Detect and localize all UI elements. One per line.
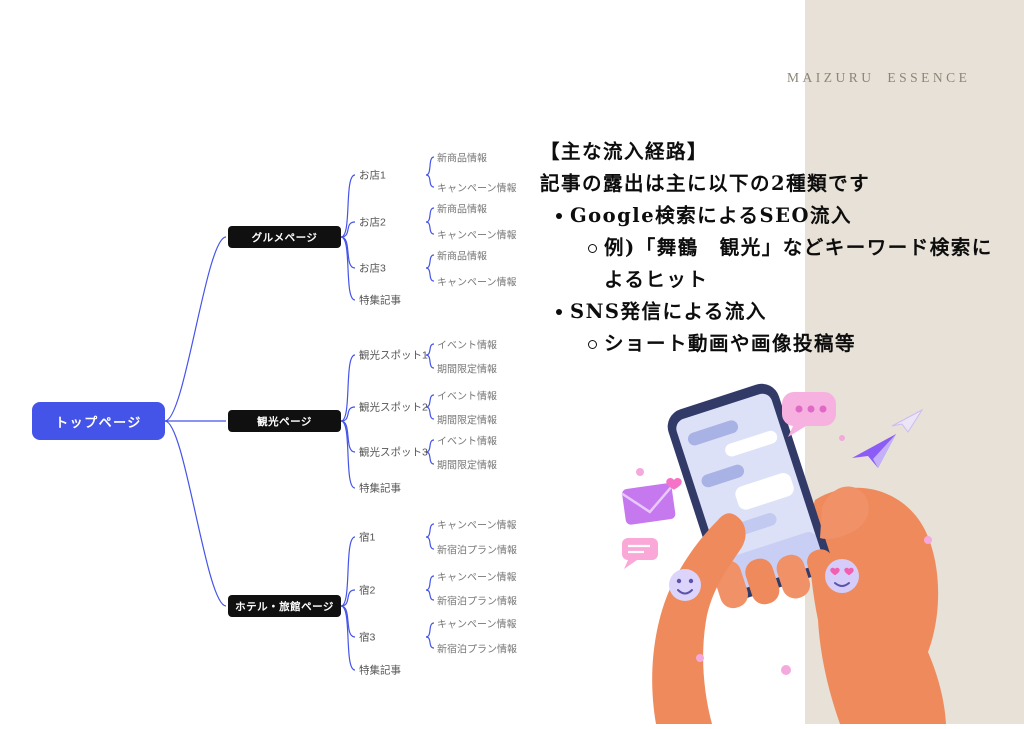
node-sub-item: お店3 [359,262,386,275]
pink-dot [924,536,932,544]
node-leaf-item: キャンペーン情報 [437,520,517,532]
node-leaf-item: 新宿泊プラン情報 [437,644,517,656]
heart-eyes-emoji-icon [825,559,859,593]
info-bullet: SNS発信による流入 [540,296,1012,328]
illustration-svg [621,383,946,724]
node-branch-page: グルメページ [228,226,341,248]
node-leaf-item: 新宿泊プラン情報 [437,596,517,608]
node-sub-item: 宿3 [359,631,376,644]
node-sub-item: 観光スポット3 [359,446,428,459]
node-sub-item: 観光スポット2 [359,401,428,414]
pink-dot [839,435,845,441]
heart-icon [666,478,682,490]
chat-bubble-left [701,464,745,488]
chat-lines-bubble-icon [622,538,658,569]
right-thumb [820,486,869,539]
chat-bubble-right [735,473,794,510]
info-sub-bullet: ショート動画や画像投稿等 [540,328,1012,360]
pink-dot [696,654,704,662]
node-sub-item: 観光スポット1 [359,349,428,362]
node-leaf-item: キャンペーン情報 [437,619,517,631]
pink-dot [781,665,791,675]
chat-bubble-right [725,430,778,457]
node-leaf-item: イベント情報 [437,436,497,448]
chat-bubble-left [687,420,739,446]
node-sub-item: 宿2 [359,584,376,597]
node-leaf-item: 新宿泊プラン情報 [437,545,517,557]
node-leaf-item: キャンペーン情報 [437,183,517,195]
envelope-icon [621,483,676,525]
brand-logo: MAIZURU ESSENCE [787,70,971,85]
node-top-page: トップページ [32,402,165,440]
node-leaf-item: キャンペーン情報 [437,572,517,584]
paper-plane-icon [852,434,896,468]
node-leaf-item: キャンペーン情報 [437,277,517,289]
node-leaf-item: 期間限定情報 [437,460,497,472]
node-sub-item: 特集記事 [359,664,401,677]
smiley-emoji-icon [669,569,701,601]
node-leaf-item: イベント情報 [437,391,497,403]
node-leaf-item: 新商品情報 [437,251,487,263]
info-subtitle: 記事の露出は主に以下の2種類です [540,172,871,195]
node-leaf-item: 期間限定情報 [437,415,497,427]
node-sub-item: お店2 [359,216,386,229]
node-leaf-item: イベント情報 [437,340,497,352]
node-sub-item: お店1 [359,169,386,182]
node-sub-item: 宿1 [359,531,376,544]
node-leaf-item: 新商品情報 [437,153,487,165]
right-hand [809,487,946,724]
left-hand-thumb [652,513,746,724]
node-leaf-item: 期間限定情報 [437,364,497,376]
smartphone-illustration [590,380,990,724]
node-branch-page: ホテル・旅館ページ [228,595,341,617]
node-leaf-item: 新商品情報 [437,204,487,216]
paper-plane-outline-icon [891,408,924,433]
node-sub-item: 特集記事 [359,294,401,307]
pink-dot [636,468,644,476]
info-title: 【主な流入経路】 [540,140,709,163]
info-sub-bullet: 例)「舞鶴 観光」などキーワード検索によるヒット [540,232,1012,296]
info-bullet: Google検索によるSEO流入 [540,200,1012,232]
node-sub-item: 特集記事 [359,482,401,495]
chat-dots-bubble-icon [782,392,836,437]
inflow-info-block: 【主な流入経路】 記事の露出は主に以下の2種類です Google検索によるSEO… [540,136,1012,360]
info-bullet-list: Google検索によるSEO流入例)「舞鶴 観光」などキーワード検索によるヒット… [540,200,1012,360]
node-branch-page: 観光ページ [228,410,341,432]
node-leaf-item: キャンペーン情報 [437,230,517,242]
